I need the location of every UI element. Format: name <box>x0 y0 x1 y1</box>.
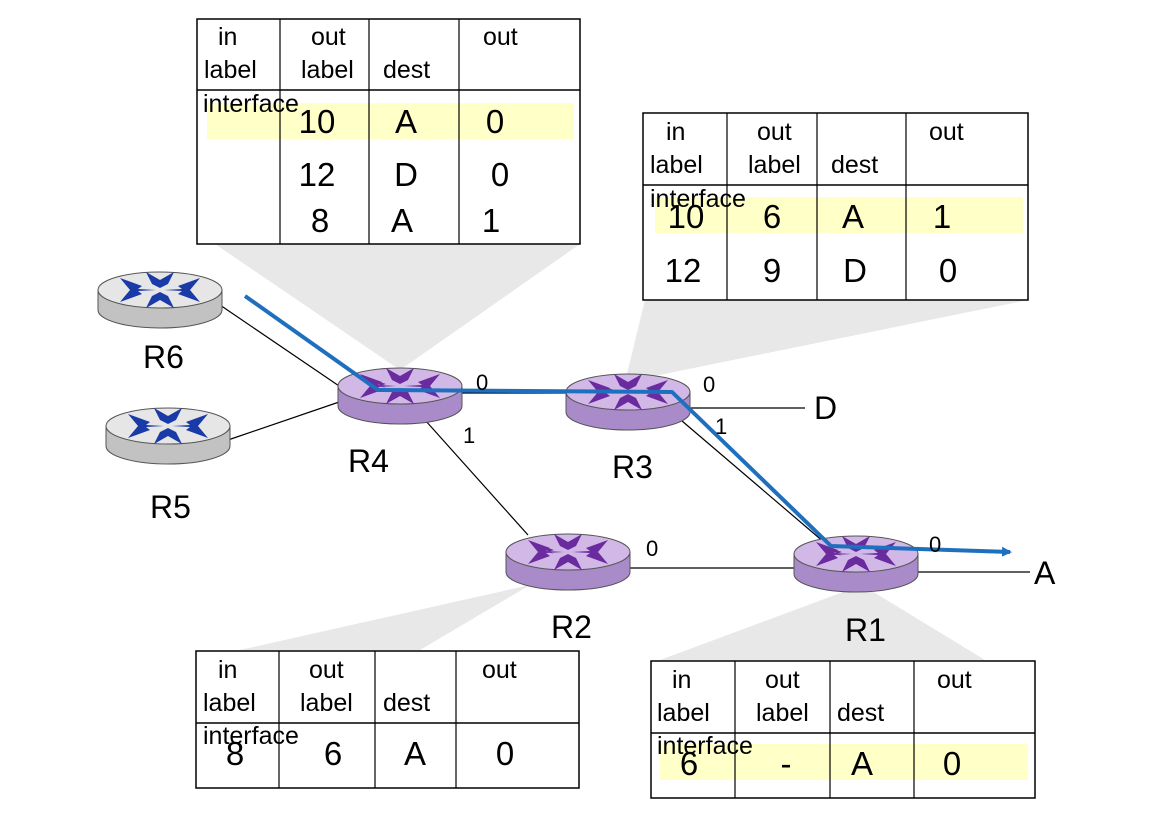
r4-row1-out: 10 <box>299 103 336 140</box>
r2-header-dest: dest <box>383 689 430 717</box>
r2-callout-shadow <box>240 585 530 650</box>
r3-row1-out: 6 <box>763 198 781 235</box>
r3-header-in: in <box>666 118 685 146</box>
router-label-r4: R4 <box>348 443 389 479</box>
r1-header-out: out <box>765 666 800 694</box>
port-label-r4-1: 1 <box>463 423 475 448</box>
port-label-r4-0: 0 <box>476 370 488 395</box>
router-r1[interactable] <box>793 535 919 593</box>
r3-row2-in: 12 <box>665 252 702 289</box>
r2-header-label: label <box>203 689 256 717</box>
r1-table-highlight <box>660 744 1028 780</box>
r1-header-in: in <box>672 666 691 694</box>
r4-header-out: out <box>311 23 346 51</box>
r2-row1-out: 6 <box>324 735 342 772</box>
r2-header-out: out <box>309 656 344 684</box>
r1-row1-if: 0 <box>943 745 961 782</box>
port-label-r2-0: 0 <box>646 536 658 561</box>
router-r6[interactable] <box>97 271 223 329</box>
links <box>219 304 1030 573</box>
link-r3-r1 <box>674 414 826 544</box>
router-label-r3: R3 <box>612 449 653 485</box>
link-r6-r4 <box>219 304 346 391</box>
r4-callout-shadow <box>215 244 580 370</box>
r2-forwarding-table: in label out label dest out interface 8 … <box>195 650 580 789</box>
r4-forwarding-table: in label out label dest out interface 10… <box>196 18 581 245</box>
r4-row3-dest: A <box>391 202 413 239</box>
r1-header-dest: dest <box>837 699 884 727</box>
r3-header-dest: dest <box>831 151 878 179</box>
r3-header-label: label <box>650 151 703 179</box>
r4-header-interface: interface <box>203 90 299 118</box>
r2-header-out-if: out <box>482 656 517 684</box>
r3-row1-in: 10 <box>668 198 705 235</box>
router-label-r6: R6 <box>143 339 184 375</box>
r3-row1-if: 1 <box>933 198 951 235</box>
destination-a: A <box>1034 555 1056 591</box>
r2-header-in: in <box>218 656 237 684</box>
r2-header-out-label: label <box>300 689 353 717</box>
r4-row1-dest: A <box>395 103 417 140</box>
router-label-r2: R2 <box>551 609 592 645</box>
router-r5[interactable] <box>105 407 231 465</box>
r1-callout-shadow <box>660 585 985 660</box>
r3-header-out-if: out <box>929 118 964 146</box>
r1-forwarding-table: in label out label dest out interface 6 … <box>650 660 1036 799</box>
r4-header-dest: dest <box>383 56 430 84</box>
router-label-r1: R1 <box>845 612 886 648</box>
r4-header-out-label: label <box>301 56 354 84</box>
r3-row1-dest: A <box>842 198 864 235</box>
port-label-r3-1: 1 <box>715 414 727 439</box>
lsp-path <box>243 294 1012 557</box>
r4-header-in: in <box>218 23 237 51</box>
link-r4-r2 <box>424 419 529 536</box>
r4-row2-out: 12 <box>299 156 336 193</box>
r4-row3-if: 1 <box>482 202 500 239</box>
r3-header-interface: interface <box>650 185 746 213</box>
r2-row1-in: 8 <box>226 735 244 772</box>
r3-callout-shadow <box>625 300 1028 382</box>
r2-row1-dest: A <box>404 735 426 772</box>
r3-row2-if: 0 <box>939 252 957 289</box>
r1-header-out-if: out <box>937 666 972 694</box>
r4-row2-if: 0 <box>491 156 509 193</box>
r2-row1-if: 0 <box>496 735 514 772</box>
router-label-r5: R5 <box>150 489 191 525</box>
r1-header-out-label: label <box>756 699 809 727</box>
router-r2[interactable] <box>505 533 631 591</box>
r1-header-label: label <box>657 699 710 727</box>
router-r3[interactable] <box>565 373 691 431</box>
link-r5-r4 <box>227 399 346 441</box>
port-label-r1-0: 0 <box>929 532 941 557</box>
r1-row1-out: - <box>781 745 792 782</box>
r4-row1-if: 0 <box>486 103 504 140</box>
destination-d: D <box>814 390 837 426</box>
r3-header-out: out <box>757 118 792 146</box>
r1-row1-in: 6 <box>680 745 698 782</box>
r3-row2-out: 9 <box>763 252 781 289</box>
r1-header-interface: interface <box>657 732 753 760</box>
port-label-r3-0: 0 <box>703 372 715 397</box>
r3-table-highlight <box>655 197 1023 233</box>
r3-header-out-label: label <box>748 151 801 179</box>
callout-shadows <box>215 244 1028 660</box>
r1-row1-dest: A <box>851 745 873 782</box>
r3-forwarding-table: in label out label dest out interface 10… <box>642 112 1029 301</box>
r4-table-highlight <box>207 103 574 139</box>
r2-header-interface: interface <box>203 722 299 750</box>
r4-header-label: label <box>204 56 257 84</box>
r4-header-out-if: out <box>483 23 518 51</box>
r4-row2-dest: D <box>394 156 418 193</box>
r3-row2-dest: D <box>843 252 867 289</box>
r4-row3-out: 8 <box>311 202 329 239</box>
